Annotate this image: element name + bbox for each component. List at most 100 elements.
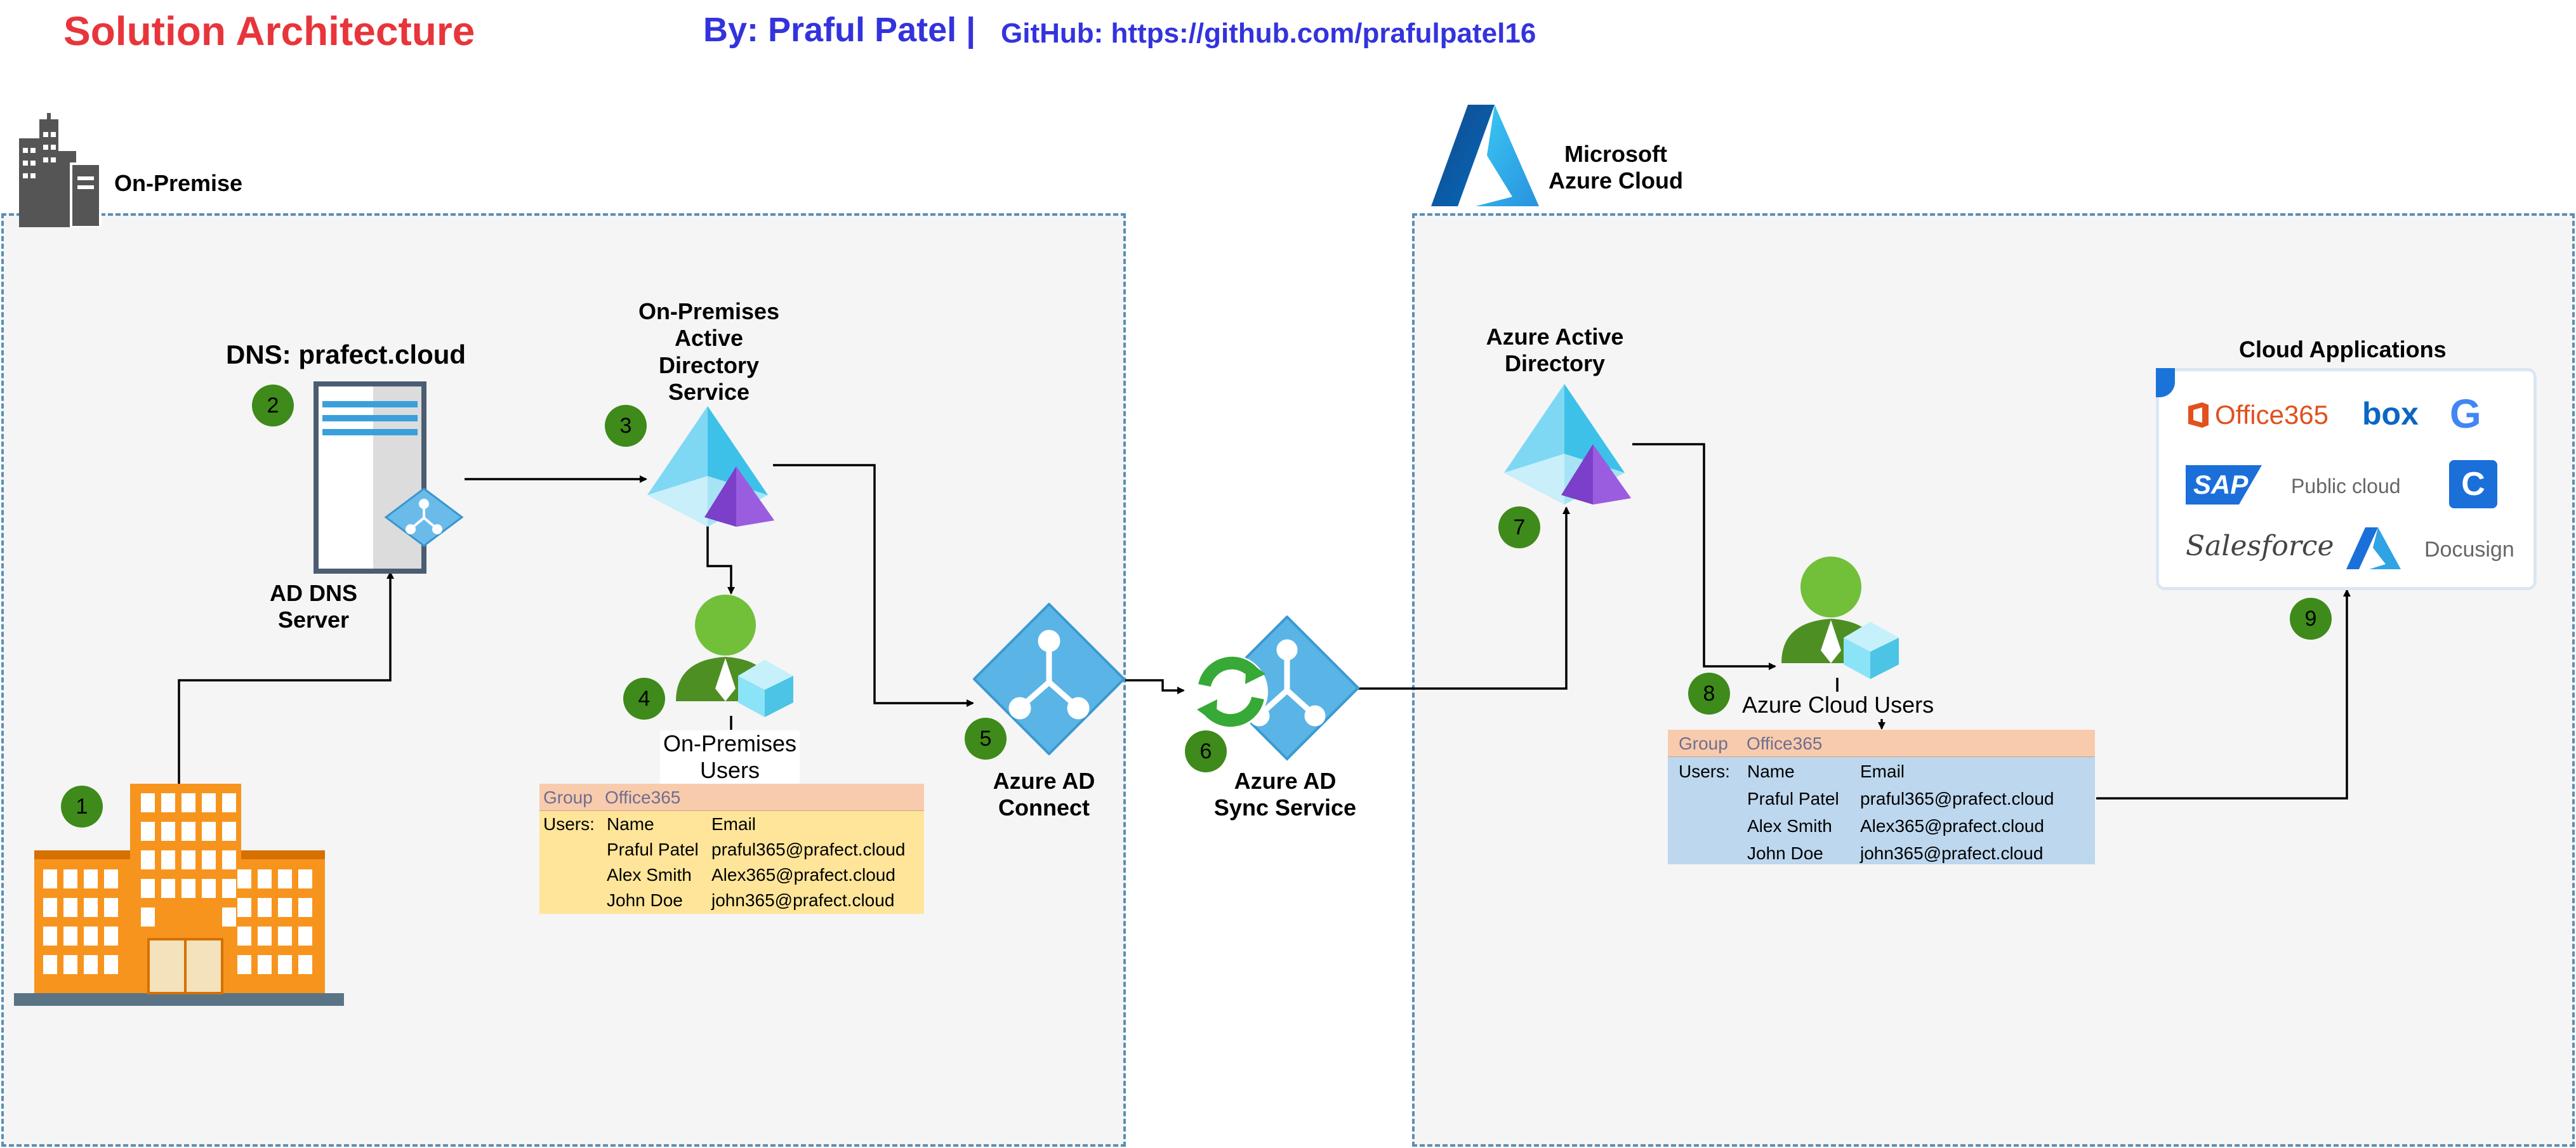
user-email: john365@prafect.cloud	[1860, 843, 2044, 863]
step-badge-7: 7	[1498, 506, 1540, 548]
onprem-ad-line4: Service	[668, 379, 750, 406]
connector-table-to-apps	[2096, 589, 2351, 800]
user-name: Alex Smith	[1747, 816, 1832, 836]
users-label: Users:	[1679, 762, 1730, 781]
sap-logo: SAP	[2186, 465, 2262, 505]
cloud-users-icon	[1781, 557, 1899, 679]
user-email: praful365@prafect.cloud	[711, 840, 906, 859]
step-badge-8: 8	[1688, 673, 1730, 715]
azure-zone-label: Microsoft Azure Cloud	[1549, 141, 1683, 195]
sap-text: SAP	[2193, 470, 2249, 499]
connector-ad-to-connect	[773, 464, 974, 707]
table-row: Praful Patel praful365@prafect.cloud	[539, 836, 924, 862]
table-row: John Doe john365@prafect.cloud	[539, 887, 924, 913]
step-badge-2: 2	[252, 385, 294, 426]
user-email: praful365@prafect.cloud	[1860, 789, 2054, 808]
group-label: Group	[543, 788, 593, 807]
col-email: Email	[1860, 762, 1905, 781]
dns-title: DNS: prafect.cloud	[226, 340, 466, 369]
office365-logo: Office365	[2186, 400, 2328, 430]
step-badge-1: 1	[61, 786, 103, 828]
azure-active-directory-icon	[1504, 384, 1631, 505]
onprem-users-icon	[676, 595, 793, 717]
azure-logo-icon	[1431, 105, 1539, 206]
col-name: Name	[1747, 762, 1795, 781]
azure-zone-label-line1: Microsoft	[1564, 141, 1667, 167]
author-credit: By: Praful Patel |	[703, 11, 976, 49]
onprem-users-line1: On-Premises	[663, 730, 797, 756]
onprem-users-line2: Users	[699, 757, 760, 784]
corporate-building-icon	[14, 784, 344, 1006]
public-cloud-label: Public cloud	[2291, 475, 2401, 498]
cloud-users-table: Group Office365 Users: Name Email Praful…	[1668, 730, 2095, 864]
azure-ad-connect-icon	[973, 603, 1125, 755]
ad-dns-line2: Server	[277, 607, 350, 633]
ad-sync-line1: Azure AD	[1234, 768, 1337, 794]
table-row: Praful Patel praful365@prafect.cloud	[1668, 785, 2095, 812]
azure-app-icon	[2346, 527, 2401, 569]
dns-server-icon	[314, 381, 464, 574]
step-badge-3: 3	[605, 405, 647, 447]
cloud-apps-title: Cloud Applications	[2239, 336, 2447, 362]
cloud-apps-panel: Office365 box G SAP Public cloud C Sales…	[2156, 368, 2537, 590]
connector-building-to-dns	[178, 571, 394, 784]
ad-dns-server-label: AD DNS Server	[270, 580, 357, 634]
github-link[interactable]: GitHub: https://github.com/prafulpatel16	[1001, 18, 1536, 49]
users-label: Users:	[543, 814, 595, 834]
table-row: Users: Name Email	[1668, 758, 2095, 784]
group-label: Group	[1679, 734, 1728, 753]
user-email: Alex365@prafect.cloud	[711, 865, 895, 885]
table-row: John Doe john365@prafect.cloud	[1668, 840, 2095, 866]
ad-sync-line2: Sync Service	[1213, 795, 1357, 821]
onprem-zone-label: On-Premise	[114, 170, 243, 196]
connector-connect-to-sync	[1125, 679, 1185, 694]
cloud-users-label: Azure Cloud Users	[1742, 692, 1934, 719]
docusign-label: Docusign	[2424, 538, 2514, 562]
salesforce-logo: Salesforce	[2186, 530, 2334, 562]
connector-azuread-to-cloudusers	[1632, 443, 1776, 670]
connector-ad-to-users	[706, 525, 735, 595]
onprem-ad-line2: Active	[674, 325, 744, 352]
user-email: Alex365@prafect.cloud	[1860, 816, 2044, 836]
c-text: C	[2461, 466, 2485, 503]
user-name: Praful Patel	[1747, 789, 1839, 808]
col-email: Email	[711, 814, 756, 834]
connector-sync-to-azuread	[1358, 506, 1570, 690]
panel-corner-mark	[2156, 368, 2175, 397]
onprem-ad-label: On-Premises Active Directory Service	[630, 298, 788, 406]
azure-ad-connect-label: Azure AD Connect	[987, 768, 1101, 822]
box-logo: box	[2362, 396, 2419, 432]
table-row: Users: Name Email	[539, 810, 924, 837]
table-row: Alex Smith Alex365@prafect.cloud	[539, 861, 924, 888]
table-row: Alex Smith Alex365@prafect.cloud	[1668, 812, 2095, 839]
office365-text: Office365	[2215, 400, 2329, 430]
azure-zone-label-line2: Azure Cloud	[1549, 168, 1683, 194]
step-badge-9: 9	[2290, 598, 2332, 640]
user-name: Praful Patel	[607, 840, 699, 859]
ad-connect-line2: Connect	[998, 795, 1090, 821]
azure-ad-line1: Azure Active	[1486, 324, 1624, 350]
azure-ad-sync-label: Azure AD Sync Service	[1209, 768, 1361, 822]
onprem-users-table: Group Office365 Users: Name Email Praful…	[539, 784, 924, 914]
office-icon	[2188, 402, 2209, 428]
onprem-ad-line1: On-Premises	[638, 298, 780, 324]
office-building-icon	[19, 113, 102, 227]
c-logo: C	[2449, 460, 2497, 508]
active-directory-icon	[647, 406, 774, 527]
azure-ad-label: Azure Active Directory	[1476, 324, 1634, 378]
table-header-row: Group Office365	[539, 784, 924, 811]
ad-dns-line1: AD DNS	[270, 580, 358, 606]
table-header-row: Group Office365	[1668, 730, 2095, 757]
col-name: Name	[607, 814, 654, 834]
group-value: Office365	[1747, 734, 1823, 753]
page-title: Solution Architecture	[63, 8, 475, 54]
google-logo: G	[2450, 391, 2481, 437]
step-badge-4: 4	[623, 678, 665, 720]
ad-connect-line1: Azure AD	[993, 768, 1095, 794]
step-badge-5: 5	[965, 718, 1007, 760]
user-name: John Doe	[1747, 843, 1823, 863]
onprem-users-label: On-Premises Users	[660, 730, 800, 784]
azure-ad-sync-icon	[1194, 616, 1360, 761]
user-name: Alex Smith	[607, 865, 692, 885]
